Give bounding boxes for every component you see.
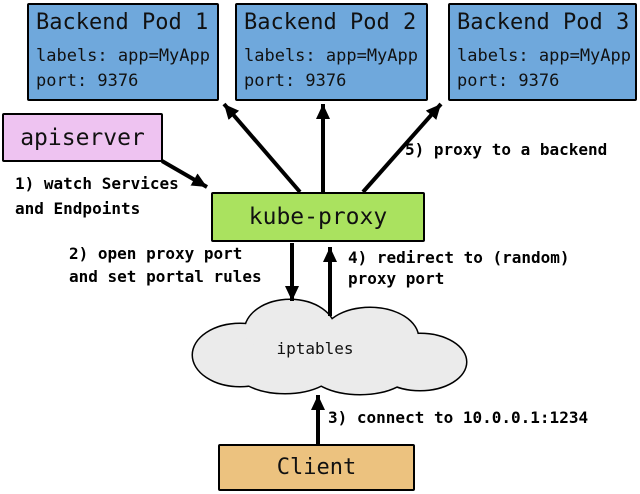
step4-redirect-label: 4) redirect to (random) proxy port [348, 248, 570, 288]
arrow-kubeproxy-to-pod1 [222, 102, 302, 194]
backend-pod-2-labels: labels: app=MyApp [244, 46, 418, 66]
apiserver-label: apiserver [20, 124, 145, 151]
backend-pod-1-box: Backend Pod 1 labels: app=MyApp port: 93… [27, 3, 219, 101]
step1-watch-services-label: 1) watch Services and Endpoints [15, 174, 179, 218]
kube-proxy-label: kube-proxy [248, 204, 388, 230]
step2-open-proxy-port-label: 2) open proxy port and set portal rules [69, 244, 262, 286]
backend-pod-3-title: Backend Pod 3 [457, 10, 630, 35]
backend-pod-3-labels: labels: app=MyApp [457, 46, 631, 66]
backend-pod-2-port: port: 9376 [244, 71, 347, 91]
client-label: Client [276, 455, 357, 480]
backend-pod-1-title: Backend Pod 1 [36, 10, 209, 35]
backend-pod-3-port: port: 9376 [457, 71, 560, 91]
step5-proxy-backend-label: 5) proxy to a backend [405, 140, 608, 159]
client-box: Client [218, 444, 415, 491]
backend-pod-1-port: port: 9376 [36, 71, 139, 91]
backend-pod-2-title: Backend Pod 2 [244, 10, 417, 35]
step3-connect-label: 3) connect to 10.0.0.1:1234 [328, 408, 589, 427]
kube-proxy-box: kube-proxy [211, 192, 425, 242]
iptables-label: iptables [276, 339, 354, 358]
apiserver-box: apiserver [2, 113, 163, 162]
backend-pod-3-box: Backend Pod 3 labels: app=MyApp port: 93… [448, 3, 637, 101]
backend-pod-2-box: Backend Pod 2 labels: app=MyApp port: 93… [235, 3, 428, 101]
backend-pod-1-labels: labels: app=MyApp [36, 46, 210, 66]
